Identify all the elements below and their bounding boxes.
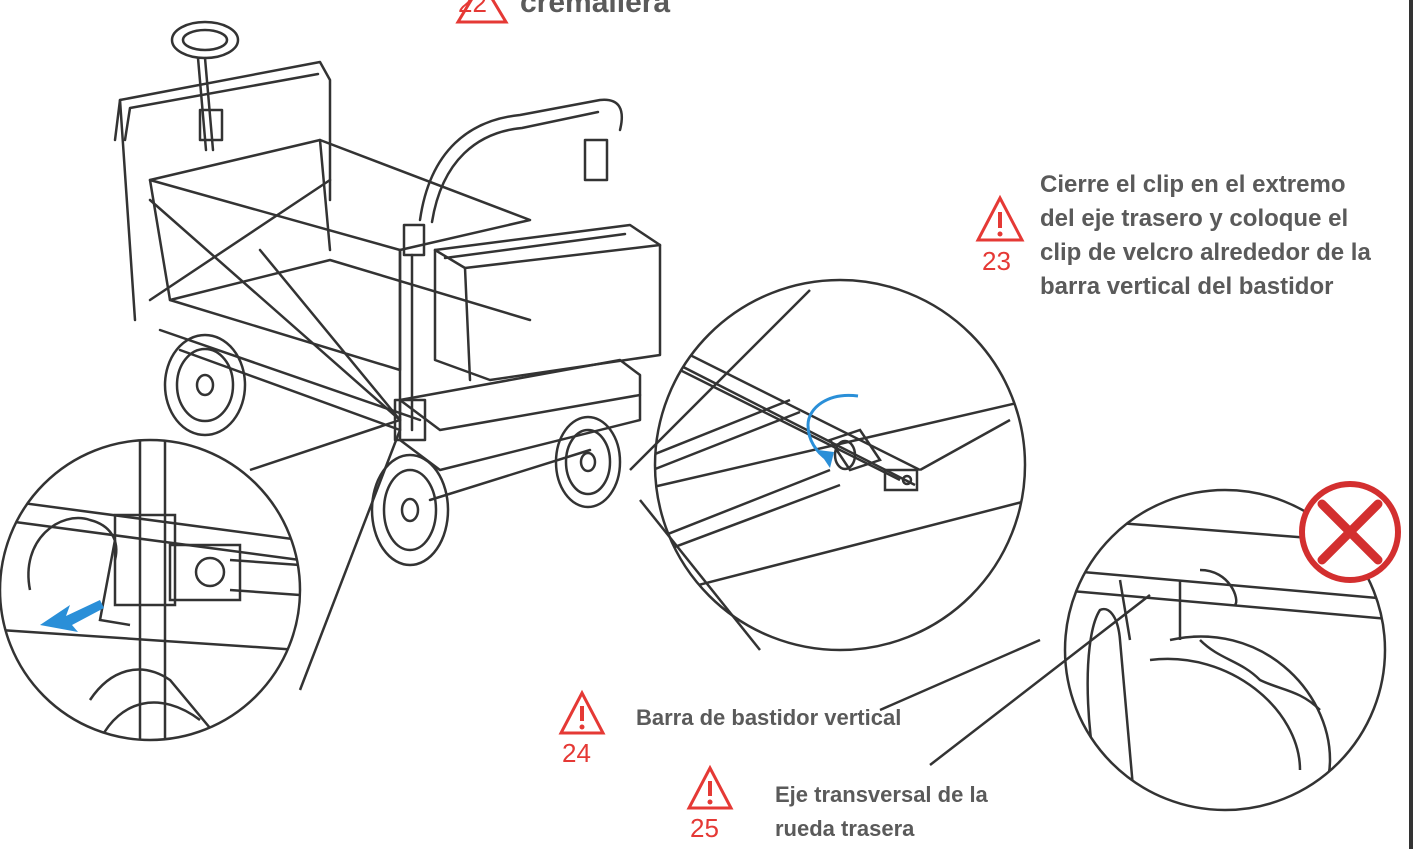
step-number-25: 25: [690, 813, 719, 843]
warning-triangle-icon: [455, 0, 509, 24]
warning-triangle-icon: [558, 689, 606, 735]
warning-triangle-icon: [686, 764, 734, 810]
front-right-wheel: [554, 415, 622, 509]
rear-left-wheel: [163, 333, 247, 437]
center-detail-callout: [629, 278, 1027, 652]
blue-arrow-icon: [40, 600, 104, 632]
left-detail-callout: [0, 418, 402, 742]
front-left-wheel: [370, 453, 450, 567]
step-number-24: 24: [562, 738, 591, 768]
rotate-arrowhead-icon: [818, 450, 834, 468]
top-caption-text: cremallera: [520, 0, 671, 19]
page-edge: [1409, 0, 1413, 849]
rotate-arrow-icon: [806, 393, 859, 462]
x-mark-icon: [1299, 481, 1401, 583]
step-number-22: 22: [458, 0, 487, 18]
step-number-23: 23: [982, 246, 1011, 276]
warning-triangle-icon: [975, 194, 1025, 242]
note-23-text: Cierre el clip en el extremo del eje tra…: [1040, 171, 1371, 300]
note-24-text: Barra de bastidor vertical: [636, 705, 902, 730]
note-25-text: Eje transversal de la rueda trasera: [775, 782, 988, 841]
wagon-illustration: [113, 20, 662, 502]
